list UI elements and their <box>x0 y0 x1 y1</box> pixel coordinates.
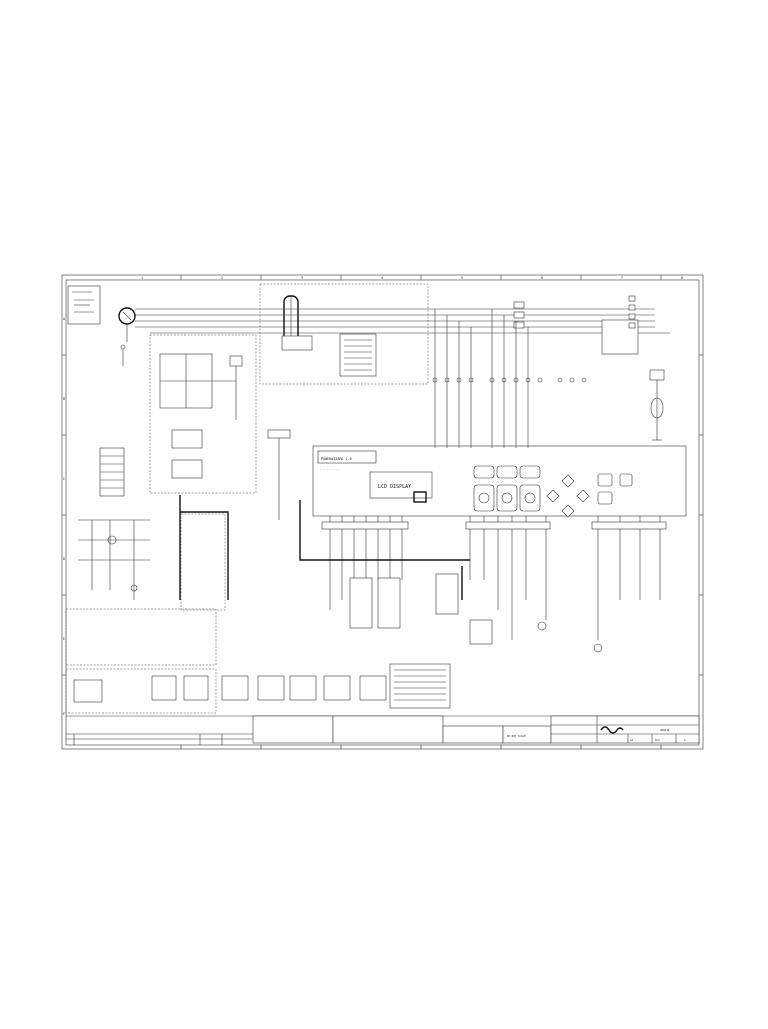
controller-brand-label: POWERWIZARD 1.0 <box>321 457 352 461</box>
zone-rows-left: A B C D E F <box>63 317 65 716</box>
lcd-display-box <box>369 471 433 499</box>
breaker-contacts <box>628 295 636 329</box>
key-top-2-icon <box>496 465 518 479</box>
zone-col-2: 2 <box>221 276 223 280</box>
revision-rows <box>66 733 253 745</box>
zone-col-4: 4 <box>381 276 383 280</box>
fuse-holder-symbol <box>130 584 138 592</box>
inner-frame <box>65 279 700 746</box>
start-motor <box>469 619 493 645</box>
zone-columns-top: 1 2 3 4 5 6 7 8 <box>141 276 683 280</box>
outer-frame <box>61 274 704 750</box>
escape-key-icon <box>597 473 613 487</box>
zone-col-1: 1 <box>141 276 143 280</box>
approval-signature <box>600 726 624 734</box>
relay-terminal-block <box>339 333 377 377</box>
key-top-3-icon <box>519 465 541 479</box>
controller-keypad <box>473 465 633 518</box>
zone-row-e: E <box>63 637 65 641</box>
zone-row-c: C <box>63 477 65 481</box>
sense-wires <box>434 309 529 448</box>
start-relay-enclosure <box>180 513 226 611</box>
nav-right-icon <box>576 489 590 503</box>
zone-col-6: 6 <box>541 276 543 280</box>
terminal-box-enclosure <box>259 283 429 385</box>
generator-winding <box>122 311 132 321</box>
earth-terminal <box>120 344 126 350</box>
terminal-strip-mid <box>267 429 291 439</box>
sheet-size: A3 <box>630 738 634 742</box>
options-box-2 <box>65 668 217 714</box>
controller-brand-box <box>317 450 377 464</box>
zone-col-5: 5 <box>461 276 463 280</box>
option-modules <box>73 675 387 703</box>
fuel-solenoid <box>435 573 459 615</box>
speed-sensor <box>649 369 665 441</box>
zone-row-d: D <box>63 557 65 561</box>
charger-fuse <box>229 355 243 367</box>
zone-col-7: 7 <box>621 276 623 280</box>
nav-up-icon <box>561 474 575 488</box>
title-block <box>550 715 700 744</box>
controller-subtitle-line: — — — — — — — <box>320 468 341 471</box>
charger-wiring <box>160 354 237 420</box>
battery-cable <box>179 495 470 600</box>
nav-down-icon <box>561 504 575 518</box>
zone-row-f: F <box>63 712 65 716</box>
terminal-rail-lines <box>100 455 124 489</box>
lcd-display-label: LCD DISPLAY <box>378 484 411 490</box>
zone-col-3: 3 <box>301 276 303 280</box>
notes-box-lines <box>72 291 94 313</box>
zone-row-b: B <box>63 397 65 401</box>
reset-key-icon <box>619 473 633 487</box>
terminal-row-top <box>432 377 587 383</box>
main-busbars <box>135 308 670 334</box>
zone-row-a: A <box>63 317 65 321</box>
frame-ticks <box>62 275 703 749</box>
drawing-number: 3KR214 <box>660 728 670 732</box>
lamp-symbol <box>593 643 603 653</box>
legend-box <box>389 663 451 709</box>
stop-key-icon <box>519 484 541 512</box>
symbol-legend-2 <box>332 715 444 744</box>
sensor-symbol <box>537 621 547 631</box>
zone-col-8: 8 <box>681 276 683 280</box>
nav-left-icon <box>546 489 560 503</box>
coil-symbol <box>107 535 117 545</box>
run-key-icon <box>473 484 495 512</box>
relay-1 <box>349 577 373 629</box>
scale-value: N/A <box>655 738 660 742</box>
relay-2 <box>377 577 401 629</box>
connector-row <box>321 521 667 530</box>
do-not-scale-text: DO NOT SCALE <box>507 734 526 738</box>
title-block-grid <box>551 716 699 743</box>
enter-key-icon <box>597 491 613 505</box>
charger-module <box>171 429 203 449</box>
battery-module <box>171 459 203 479</box>
powerwizard-controller <box>312 445 687 517</box>
usb-port-icon <box>413 491 427 503</box>
symbol-legend-1 <box>252 715 334 744</box>
key-top-1-icon <box>473 465 495 479</box>
battery-charger-enclosure <box>149 334 257 494</box>
revision-letter: A <box>684 738 686 742</box>
copyright-note <box>442 725 504 744</box>
left-auxiliary-wiring <box>78 519 150 600</box>
fuse-group <box>513 301 525 329</box>
options-box-1 <box>65 608 217 666</box>
terminal-strip-top <box>281 335 313 351</box>
auto-key-icon <box>496 484 518 512</box>
relay-terminal-lines <box>344 339 372 371</box>
legend-lines <box>394 669 446 701</box>
